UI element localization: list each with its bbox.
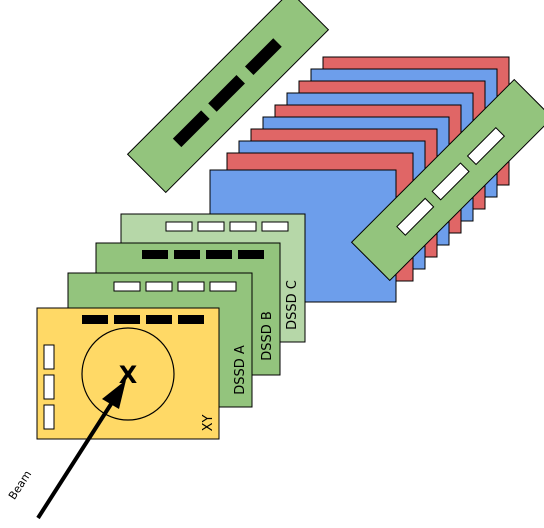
strip-pad-dark — [208, 75, 245, 112]
xy-side-pad — [43, 344, 55, 370]
xy-side-pad — [43, 404, 55, 430]
dssd-c-pad — [165, 221, 193, 232]
beam-line — [36, 399, 115, 520]
strip-pad-light — [396, 197, 435, 236]
strip-pad-dark — [172, 110, 210, 148]
dssd-b-pad — [206, 250, 232, 259]
dssd-b-pad — [142, 250, 168, 259]
strip-detector-upper — [126, 0, 330, 194]
dssd-c-pad — [261, 221, 289, 232]
xy-pad — [114, 315, 140, 324]
strip-pad-light — [466, 126, 506, 166]
dssd-a-pad — [145, 281, 173, 292]
strip-pad-light — [431, 162, 470, 201]
strip-pad-dark — [244, 38, 282, 76]
dssd-b-pad — [174, 250, 200, 259]
xy-side-pad — [43, 374, 55, 400]
dssd-c-label: DSSD C — [285, 280, 300, 330]
dssd-a-pad — [177, 281, 205, 292]
beam-label: Beam — [6, 468, 34, 502]
xy-pad — [178, 315, 204, 324]
beam-arrowhead — [102, 380, 126, 409]
dssd-a-label: DSSD A — [233, 345, 248, 395]
xy-detector: X XY — [36, 307, 220, 440]
dssd-c-pad — [229, 221, 257, 232]
xy-pad — [82, 315, 108, 324]
xy-label: XY — [201, 415, 216, 432]
dssd-b-label: DSSD B — [260, 311, 275, 361]
strip-detector-lower — [350, 78, 544, 282]
dssd-a-pad — [113, 281, 141, 292]
xy-pad — [146, 315, 172, 324]
dssd-c-pad — [197, 221, 225, 232]
dssd-b-pad — [238, 250, 264, 259]
dssd-a-pad — [209, 281, 237, 292]
xy-plate — [36, 307, 220, 440]
target-circle — [81, 327, 175, 421]
